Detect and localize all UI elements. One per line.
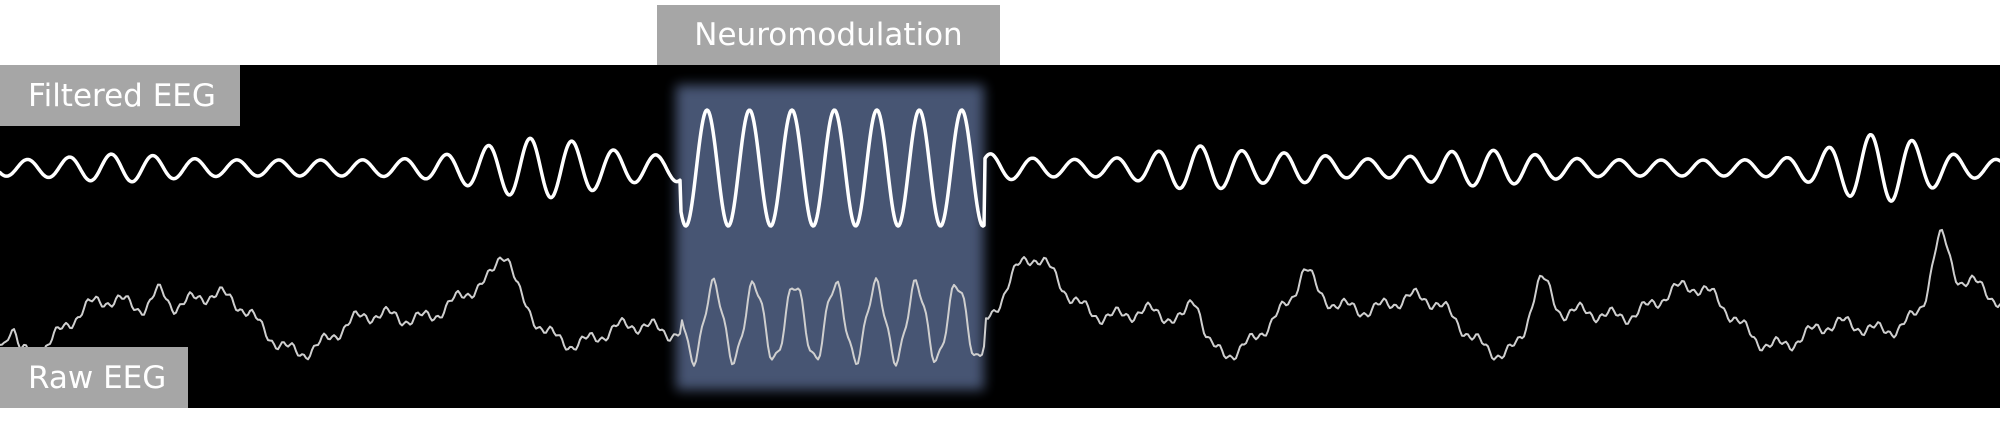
raw-eeg-trace [0, 228, 2000, 367]
filtered-eeg-trace [0, 108, 2000, 228]
filtered-eeg-label: Filtered EEG [0, 65, 240, 126]
raw-eeg-label: Raw EEG [0, 347, 188, 408]
eeg-display-panel [0, 65, 2000, 408]
neuromodulation-label: Neuromodulation [657, 5, 1000, 65]
